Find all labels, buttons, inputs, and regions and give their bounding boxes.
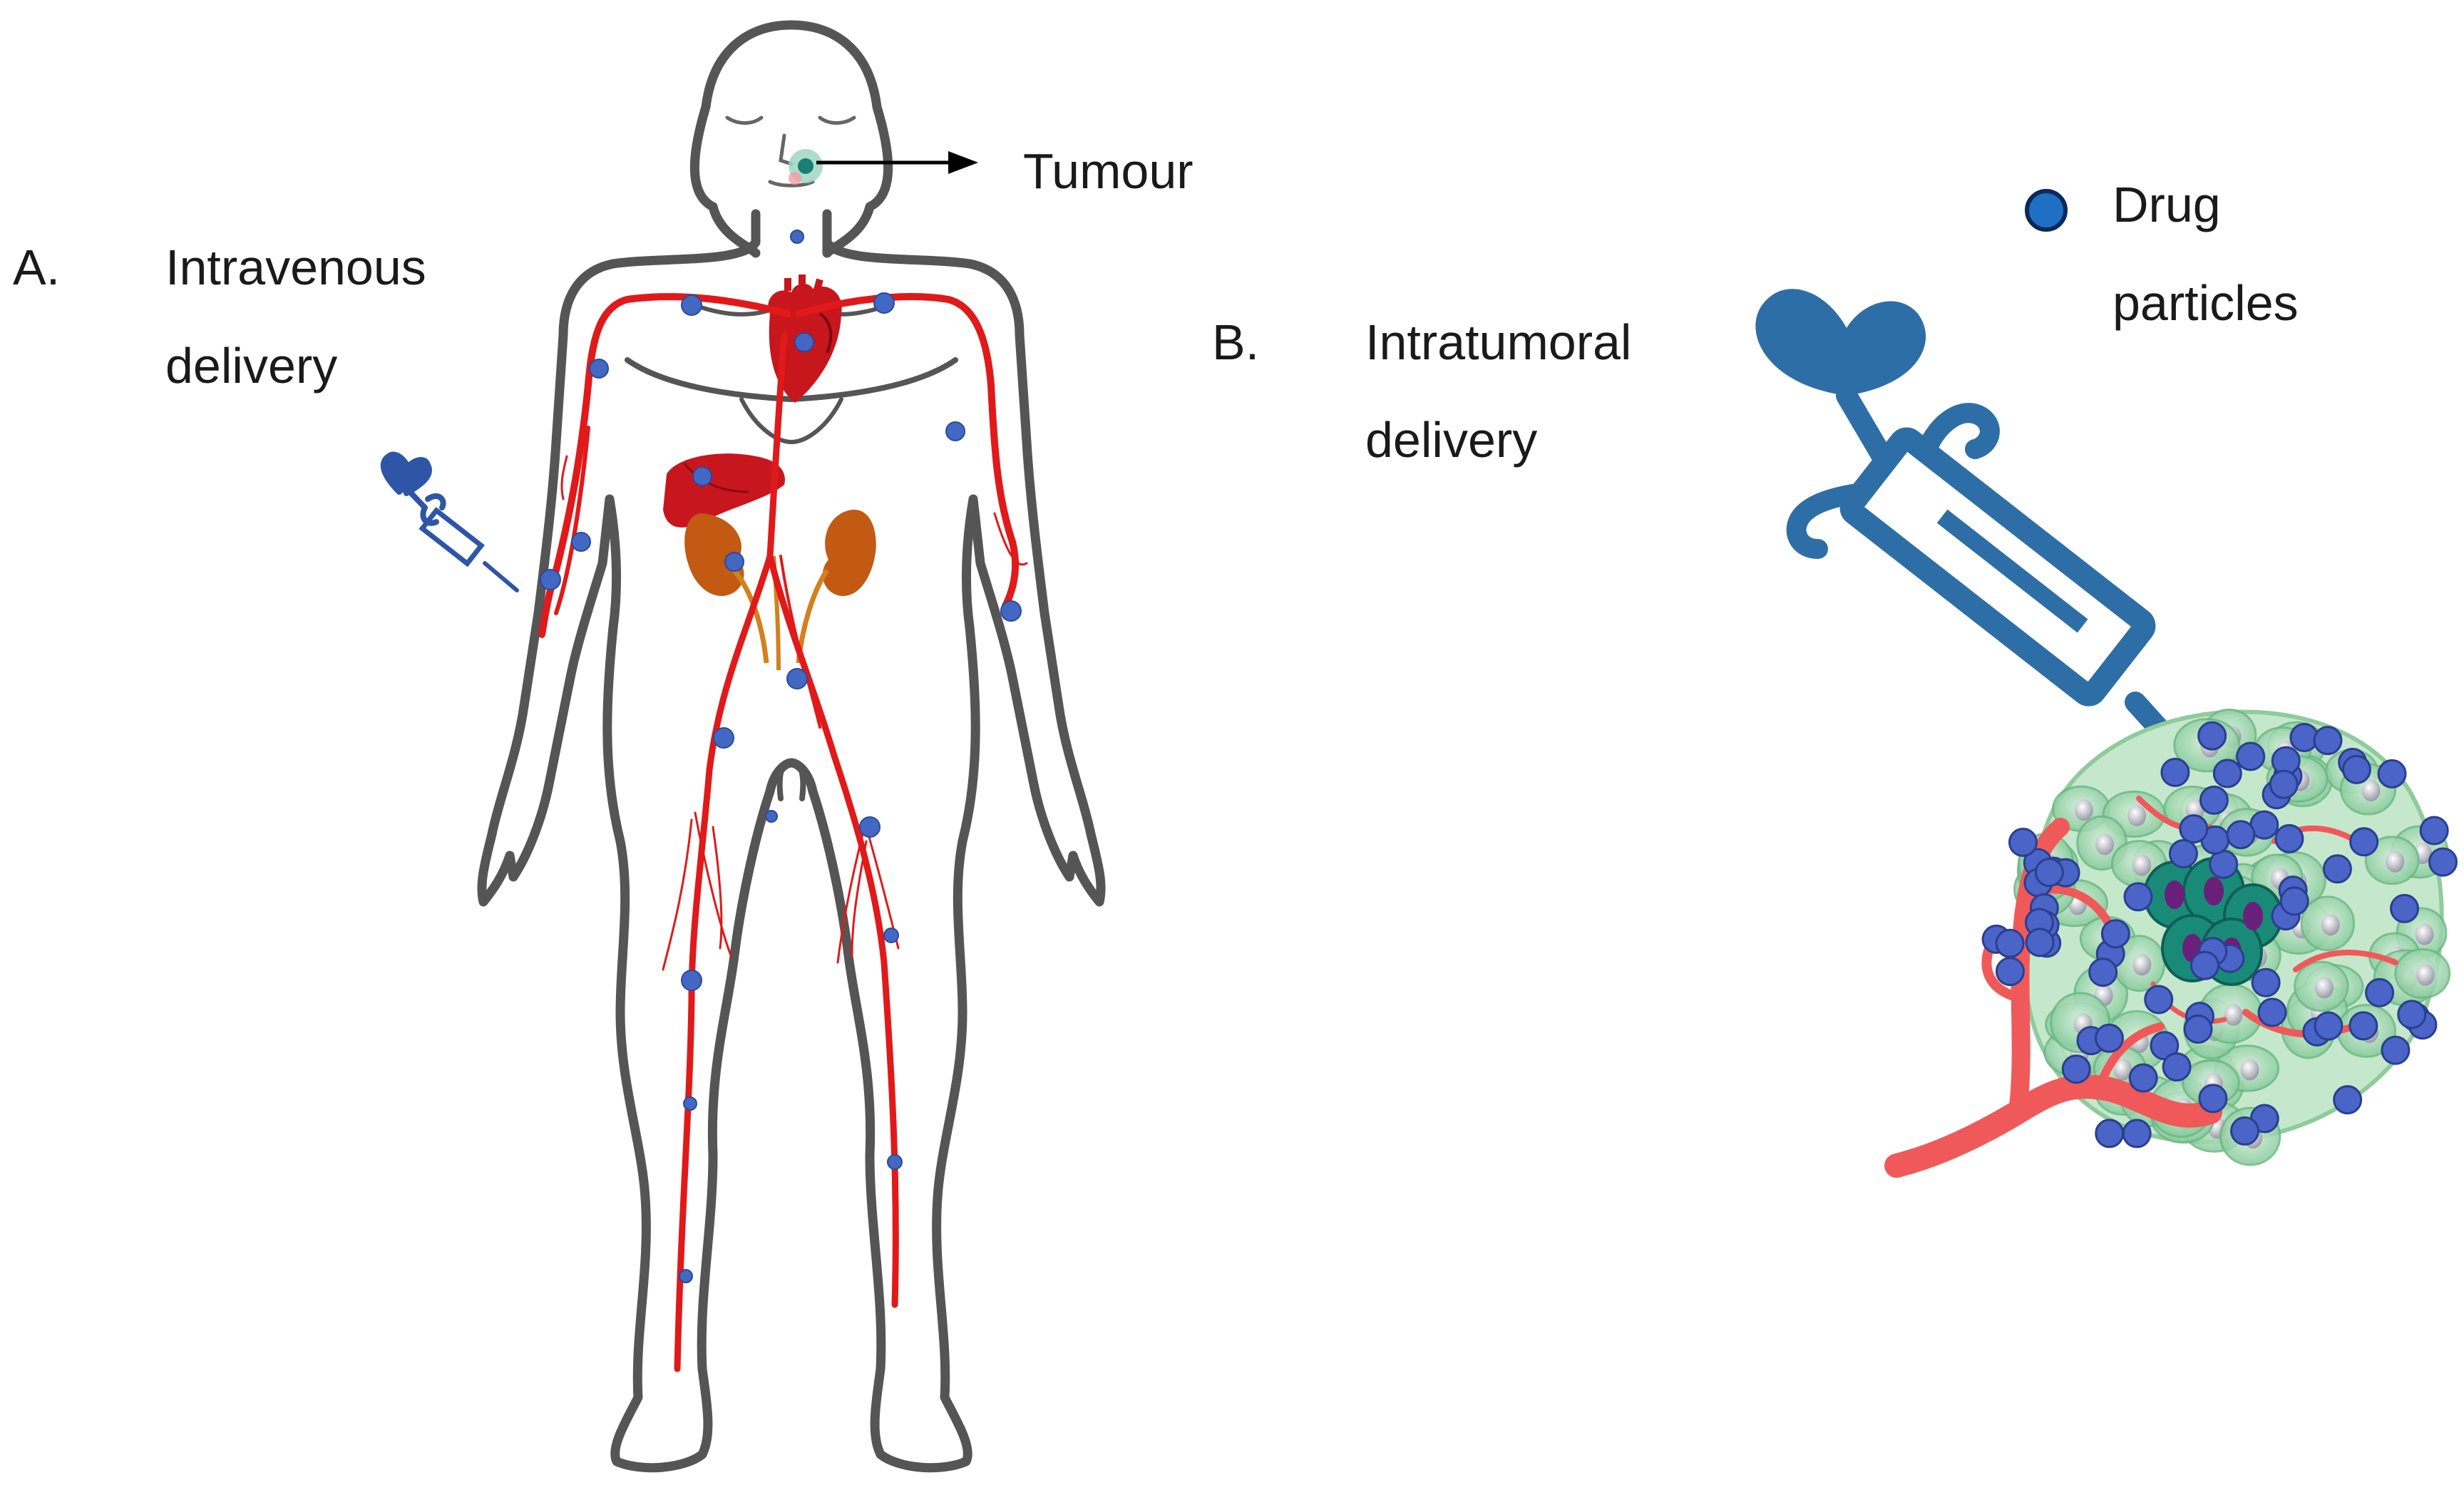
iv-syringe-icon bbox=[380, 451, 519, 592]
drug-particle bbox=[2279, 886, 2309, 916]
blood-vessels bbox=[538, 293, 1028, 1372]
drug-particle bbox=[2128, 1063, 2158, 1093]
tumour-cell-nucleus bbox=[2314, 977, 2334, 999]
drug-particle bbox=[2025, 928, 2055, 957]
face-features bbox=[725, 115, 856, 188]
drug-particle bbox=[2274, 823, 2304, 853]
drug-particle bbox=[2212, 759, 2242, 789]
drug-particle bbox=[2199, 785, 2229, 815]
intratumoral-syringe-icon bbox=[1755, 289, 2214, 788]
drug-particle bbox=[2197, 721, 2227, 751]
drug-particle bbox=[2230, 1116, 2260, 1146]
drug-particle bbox=[2333, 1085, 2363, 1115]
drug-particle bbox=[2381, 1035, 2411, 1065]
drug-particle bbox=[2144, 985, 2174, 1015]
legend-label-line2: particles bbox=[2113, 275, 2299, 331]
tumour-label: Tumour bbox=[1023, 143, 1194, 199]
legend-label-line1: Drug bbox=[2113, 177, 2221, 232]
drug-particle bbox=[2390, 893, 2420, 923]
drug-particle bbox=[2088, 957, 2118, 987]
neck-tumour bbox=[789, 149, 823, 185]
drug-particle bbox=[2061, 1054, 2091, 1084]
tumour-cell-nucleus bbox=[2416, 964, 2435, 986]
drug-particle bbox=[2100, 919, 2130, 949]
tumour-cell-nucleus bbox=[2386, 851, 2405, 873]
human-body-outline bbox=[477, 20, 1106, 1473]
tumour-cell-nucleus bbox=[2361, 780, 2381, 802]
drug-particle bbox=[2377, 759, 2407, 789]
tumour-arrow bbox=[816, 151, 978, 174]
body-drug-particles bbox=[540, 230, 1022, 1283]
drug-particle bbox=[2428, 847, 2458, 877]
tumour-cell-nucleus bbox=[2224, 1004, 2243, 1026]
drug-particle bbox=[2179, 814, 2209, 844]
drug-particle bbox=[2190, 950, 2219, 980]
drug-particle bbox=[2183, 1014, 2213, 1044]
tumour-cell-nucleus bbox=[2321, 914, 2340, 936]
tumour-cluster bbox=[1884, 708, 2458, 1178]
drug-particle bbox=[2322, 854, 2352, 884]
tumour-cell-nucleus bbox=[2240, 1059, 2259, 1081]
drug-particle bbox=[2419, 816, 2449, 846]
drug-particle bbox=[2397, 1000, 2427, 1029]
drug-particle bbox=[2095, 1119, 2125, 1149]
tumour-drug-particles bbox=[1981, 721, 2458, 1149]
drug-particle bbox=[2122, 1119, 2152, 1149]
panel-b-label-line1: Intratumoral bbox=[1365, 314, 1632, 370]
panel-b-label-line2: delivery bbox=[1365, 412, 1538, 468]
tumour-cell-nucleus bbox=[2113, 1059, 2132, 1081]
panel-b-letter: B. bbox=[1212, 314, 1260, 370]
drug-particle bbox=[2094, 1023, 2124, 1053]
drug-particle bbox=[1995, 928, 2025, 958]
drug-particle bbox=[2341, 754, 2371, 784]
drug-particle bbox=[2365, 977, 2395, 1007]
tumour-cell-nucleus bbox=[2127, 805, 2147, 827]
drug-particle bbox=[2257, 997, 2287, 1027]
drug-particle bbox=[2008, 827, 2038, 857]
drug-particle bbox=[2034, 858, 2064, 888]
legend-drug-particle bbox=[2025, 189, 2068, 232]
tumour-cell-nucleus bbox=[2074, 799, 2093, 821]
drug-particle bbox=[2162, 1052, 2192, 1082]
drug-particle bbox=[2209, 849, 2239, 879]
tumour-cell-nucleus bbox=[2132, 954, 2152, 976]
panel-a-label-line2: delivery bbox=[165, 338, 338, 394]
tumour-cell-nucleus bbox=[2132, 854, 2152, 876]
drug-particle bbox=[1995, 957, 2025, 987]
tumour-cell-nucleus bbox=[2095, 833, 2115, 856]
tumour-cell-nucleus bbox=[2415, 923, 2434, 945]
drug-particle bbox=[2226, 820, 2256, 850]
drug-particle bbox=[2236, 741, 2266, 771]
drug-particle bbox=[2160, 757, 2190, 787]
liver-organ bbox=[663, 453, 785, 528]
panel-a-letter: A. bbox=[13, 240, 61, 295]
drug-particle bbox=[2251, 967, 2281, 997]
panel-a-label-line1: Intravenous bbox=[165, 240, 426, 295]
drug-particle bbox=[2349, 827, 2379, 857]
drug-particle bbox=[2168, 838, 2198, 868]
drug-particle bbox=[2348, 1011, 2378, 1041]
drug-particle bbox=[2198, 1084, 2228, 1114]
drug-particle bbox=[2269, 769, 2299, 799]
drug-particle bbox=[2123, 882, 2153, 912]
drug-particle bbox=[2314, 1011, 2344, 1041]
drug-particle bbox=[2313, 726, 2343, 756]
